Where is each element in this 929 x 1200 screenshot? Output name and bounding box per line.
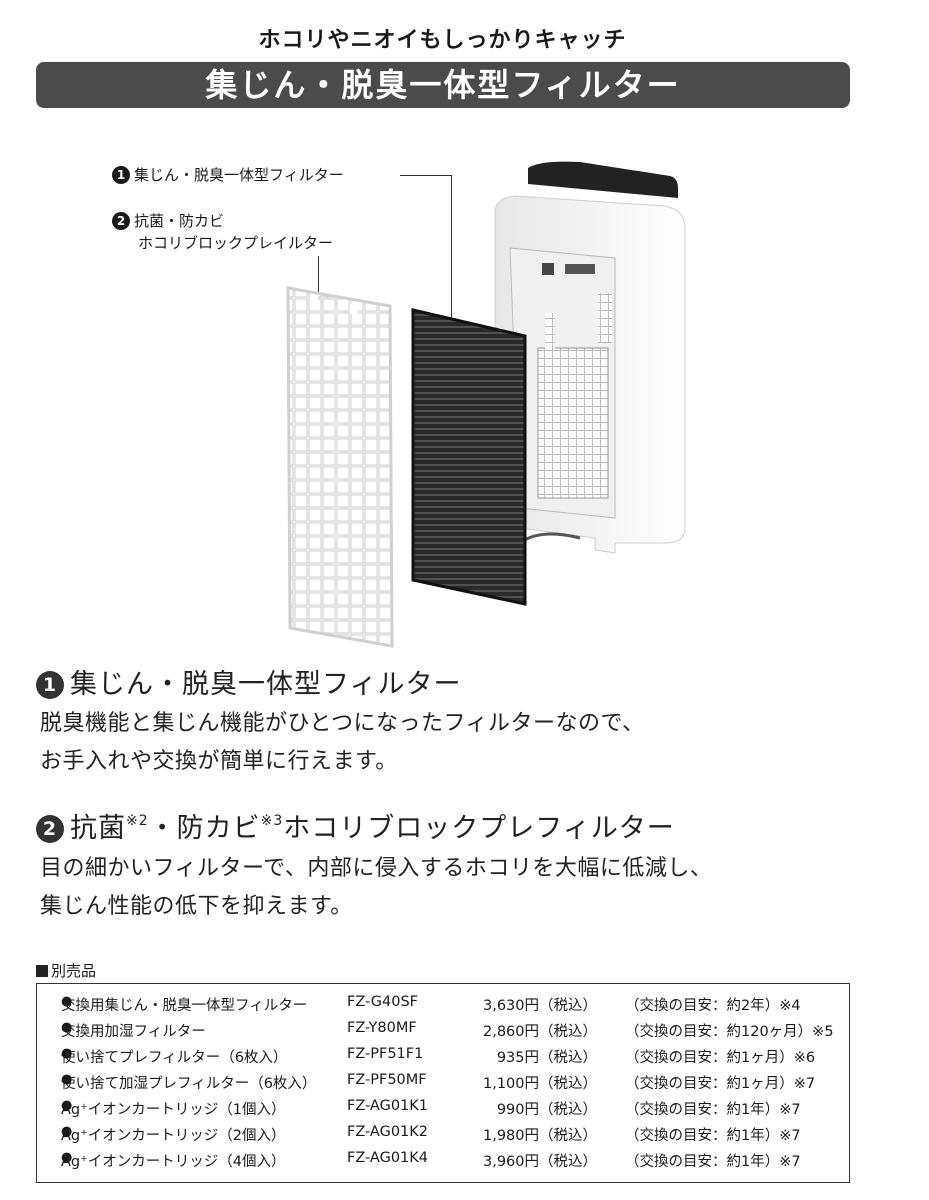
section-2-line-1: 目の細かいフィルターで、内部に侵入するホコリを大幅に低減し、: [40, 856, 713, 881]
item-name: 使い捨て加湿プレフィルター（6枚入）: [61, 1076, 317, 1092]
bullet-icon: ●: [61, 1072, 73, 1087]
deodorizing-filter-icon: [411, 308, 527, 606]
bullet-icon: ●: [61, 1150, 73, 1165]
subtitle: ホコリやニオイもしっかりキャッチ: [258, 28, 627, 53]
item-code: FZ-Y80MF: [347, 1020, 417, 1036]
item-name: Ag⁺イオンカートリッジ（2個入）: [61, 1128, 286, 1144]
table-row: ●Ag⁺イオンカートリッジ（2個入） FZ-AG01K2 1,980円（税込） …: [37, 1124, 849, 1150]
item-code: FZ-G40SF: [347, 994, 419, 1010]
item-note: （交換の目安：約1年）※7: [625, 1102, 801, 1118]
item-name: Ag⁺イオンカートリッジ（1個入）: [61, 1102, 286, 1118]
item-note: （交換の目安：約1ヶ月）※6: [625, 1050, 816, 1066]
bullet-icon: ●: [61, 994, 73, 1009]
item-note: （交換の目安：約120ヶ月）※5: [625, 1024, 834, 1040]
table-row: ●Ag⁺イオンカートリッジ（4個入） FZ-AG01K4 3,960円（税込） …: [37, 1150, 849, 1176]
square-bullet-icon: [36, 965, 48, 977]
leader-line-2: [318, 256, 319, 312]
item-name: 使い捨てプレフィルター（6枚入）: [61, 1050, 288, 1066]
section-2-line-2: 集じん性能の低下を抑えます。: [40, 894, 353, 919]
accessories-table: ●交換用集じん・脱臭一体型フィルター FZ-G40SF 3,630円（税込） （…: [36, 983, 850, 1183]
section-1-body: 脱臭機能と集じん機能がひとつになったフィルターなので、 お手入れや交換が簡単に行…: [40, 705, 645, 781]
leader-line-1a: [400, 175, 452, 176]
item-name: 交換用加湿フィルター: [61, 1024, 206, 1040]
section-1-number: 1: [36, 671, 64, 699]
bullet-icon: ●: [61, 1098, 73, 1113]
item-price: 1,980円（税込）: [482, 1128, 597, 1144]
bullet-icon: ●: [61, 1124, 73, 1139]
item-note: （交換の目安：約2年）※4: [625, 998, 801, 1014]
table-row: ●使い捨て加湿プレフィルター（6枚入） FZ-PF50MF 1,100円（税込）…: [37, 1072, 849, 1098]
item-note: （交換の目安：約1年）※7: [625, 1128, 801, 1144]
item-code: FZ-AG01K1: [347, 1098, 429, 1114]
callout-2-label-line2: ホコリブロックプレイルター: [138, 234, 334, 252]
section-2-note-b: ※3: [260, 813, 284, 829]
bullet-icon: ●: [61, 1046, 73, 1061]
filter-illustration: [286, 161, 686, 648]
section-1-line-1: 脱臭機能と集じん機能がひとつになったフィルターなので、: [40, 711, 645, 736]
leader-line-1b: [451, 175, 452, 335]
section-2-number: 2: [36, 815, 64, 843]
table-row: ●使い捨てプレフィルター（6枚入） FZ-PF51F1 935円（税込） （交換…: [37, 1046, 849, 1072]
title-banner: 集じん・脱臭一体型フィルター: [36, 62, 850, 108]
item-code: FZ-AG01K2: [347, 1124, 429, 1140]
table-row: ●交換用集じん・脱臭一体型フィルター FZ-G40SF 3,630円（税込） （…: [37, 994, 849, 1020]
item-price: 2,860円（税込）: [482, 1024, 597, 1040]
prefilter-icon: [286, 286, 394, 648]
callout-number-2: 2: [112, 212, 130, 230]
section-1-title-text: 集じん・脱臭一体型フィルター: [70, 669, 462, 700]
item-price: 3,960円（税込）: [482, 1154, 597, 1170]
accessories-heading-text: 別売品: [51, 962, 97, 980]
item-price: 990円（税込）: [496, 1102, 597, 1118]
bullet-icon: ●: [61, 1020, 73, 1035]
section-2-body: 目の細かいフィルターで、内部に侵入するホコリを大幅に低減し、 集じん性能の低下を…: [40, 850, 712, 926]
callout-2-label-line1: 抗菌・防カビ: [134, 212, 225, 230]
section-1-line-2: お手入れや交換が簡単に行えます。: [40, 749, 398, 774]
item-code: FZ-AG01K4: [347, 1150, 429, 1166]
item-name: Ag⁺イオンカートリッジ（4個入）: [61, 1154, 286, 1170]
item-price: 1,100円（税込）: [482, 1076, 597, 1092]
item-code: FZ-PF51F1: [347, 1046, 424, 1062]
section-2-title-b: ・防カビ: [148, 813, 261, 844]
item-code: FZ-PF50MF: [347, 1072, 427, 1088]
item-name: 交換用集じん・脱臭一体型フィルター: [61, 998, 308, 1014]
section-2-note-a: ※2: [126, 813, 149, 829]
callout-number-1: 1: [112, 166, 130, 184]
callout-1-label: 集じん・脱臭一体型フィルター: [134, 166, 344, 184]
section-2-title-c: ホコリブロックプレフィルター: [283, 813, 675, 844]
item-price: 935円（税込）: [496, 1050, 597, 1066]
item-note: （交換の目安：約1ヶ月）※7: [625, 1076, 816, 1092]
table-row: ●Ag⁺イオンカートリッジ（1個入） FZ-AG01K1 990円（税込） （交…: [37, 1098, 849, 1124]
accessories-heading: 別売品: [36, 960, 96, 981]
section-2-title-a: 抗菌: [70, 813, 126, 844]
item-note: （交換の目安：約1年）※7: [625, 1154, 801, 1170]
air-purifier-icon: [494, 161, 686, 554]
table-row: ●交換用加湿フィルター FZ-Y80MF 2,860円（税込） （交換の目安：約…: [37, 1020, 849, 1046]
item-price: 3,630円（税込）: [482, 998, 597, 1014]
